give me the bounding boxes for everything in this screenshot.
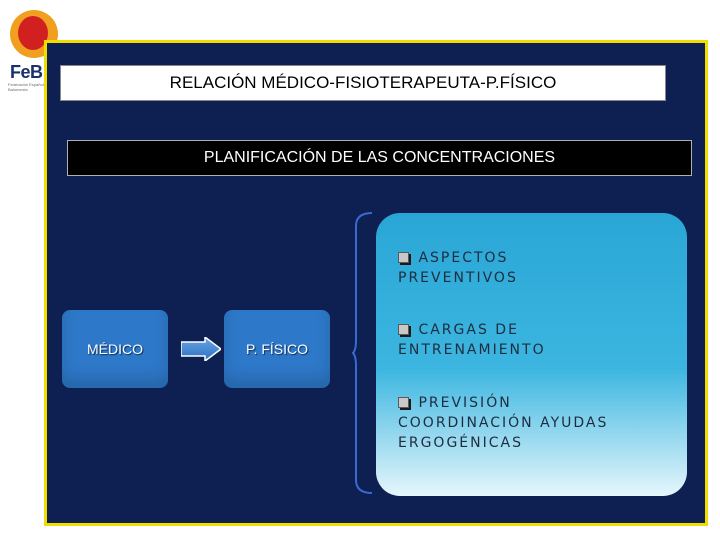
left-bracket-icon	[352, 212, 373, 494]
item-text: ERGOGÉNICAS	[398, 435, 523, 451]
item-text: COORDINACIÓN AYUDAS	[398, 415, 609, 431]
checkbox-icon	[398, 252, 409, 263]
page-title: RELACIÓN MÉDICO-FISIOTERAPEUTA-P.FÍSICO	[169, 73, 557, 92]
medico-node: MÉDICO	[62, 310, 168, 388]
checkbox-icon	[398, 397, 409, 408]
list-item: PREVISIÓN COORDINACIÓN AYUDAS ERGOGÉNICA…	[398, 393, 608, 453]
fisico-node: P. FÍSICO	[224, 310, 330, 388]
medico-label: MÉDICO	[87, 341, 143, 357]
page-subtitle: PLANIFICACIÓN DE LAS CONCENTRACIONES	[203, 149, 556, 166]
item-text: CARGAS DE	[418, 322, 519, 338]
fisico-label: P. FÍSICO	[246, 341, 308, 357]
title-box: RELACIÓN MÉDICO-FISIOTERAPEUTA-P.FÍSICO	[60, 65, 666, 101]
subtitle-box: PLANIFICACIÓN DE LAS CONCENTRACIONES	[67, 140, 692, 176]
item-text: ASPECTOS	[418, 250, 509, 266]
item-text: PREVENTIVOS	[398, 270, 518, 286]
logo-text: FeB	[10, 62, 43, 82]
feb-emblem-icon	[10, 10, 58, 58]
checkbox-icon	[398, 324, 409, 335]
item-text: PREVISIÓN	[418, 395, 512, 411]
feb-logo: FeB Federación Española de Baloncesto	[4, 6, 60, 96]
logo-subtext: Federación Española de Baloncesto	[8, 82, 52, 92]
right-arrow-icon	[181, 337, 221, 361]
info-panel: ASPECTOS PREVENTIVOS CARGAS DE ENTRENAMI…	[376, 213, 687, 496]
item-text: ENTRENAMIENTO	[398, 342, 546, 358]
list-item: ASPECTOS PREVENTIVOS	[398, 248, 518, 288]
list-item: CARGAS DE ENTRENAMIENTO	[398, 320, 546, 360]
